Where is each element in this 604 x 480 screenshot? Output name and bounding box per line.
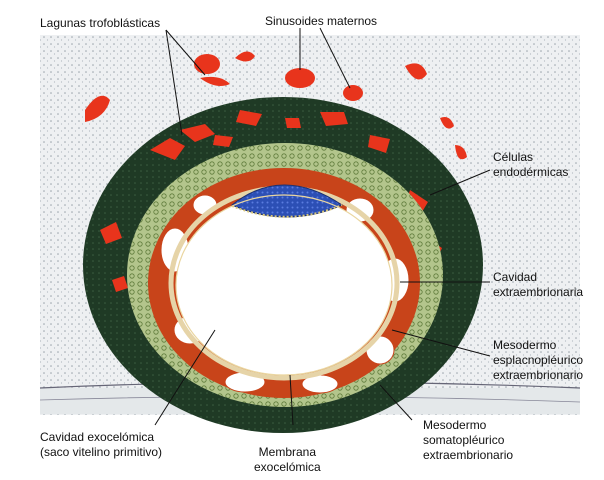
label-text: Células (493, 150, 534, 164)
label-cavidad-exocelomica: Cavidad exocelómica (saco vitelino primi… (40, 430, 162, 460)
leader-lines (154, 27, 491, 426)
label-text: extraembrionario (493, 368, 584, 382)
label-mesodermo-esplacnopleurico: Mesodermo esplacnopléurico extraembriona… (493, 338, 583, 383)
label-text: extraembrionario (423, 448, 514, 462)
label-mesodermo-somatopleurico: Mesodermo somatopléurico extraembrionari… (423, 418, 513, 463)
label-text: somatopléurico (423, 433, 505, 447)
label-text: endodérmicas (493, 165, 569, 179)
endodermal-cells (175, 194, 393, 376)
label-text: Lagunas trofoblásticas (40, 16, 161, 30)
label-text: Cavidad exocelómica (40, 430, 155, 444)
label-text: exocelómica (254, 460, 321, 474)
label-text: (saco vitelino primitivo) (40, 445, 163, 459)
label-lagunas-trofoblasticas: Lagunas trofoblásticas (40, 16, 160, 31)
label-text: Mesodermo (493, 338, 557, 352)
label-celulas-endodermicas: Células endodérmicas (493, 150, 568, 180)
label-text: esplacnopléurico (493, 353, 584, 367)
label-sinusoides-maternos: Sinusoides maternos (265, 14, 377, 29)
label-text: Sinusoides maternos (265, 14, 378, 28)
label-membrana-exocelomica: Membrana exocelómica (254, 445, 321, 475)
maternal-sinusoids (85, 51, 467, 160)
label-text: Mesodermo (423, 418, 487, 432)
label-text: Cavidad (493, 270, 538, 284)
label-text: extraembrionaria (493, 285, 584, 299)
exocoelomic-cavity (176, 195, 392, 375)
hypoblast-line (231, 204, 343, 218)
label-text: Membrana (258, 445, 317, 459)
label-cavidad-extraembrionaria: Cavidad extraembrionaria (493, 270, 583, 300)
